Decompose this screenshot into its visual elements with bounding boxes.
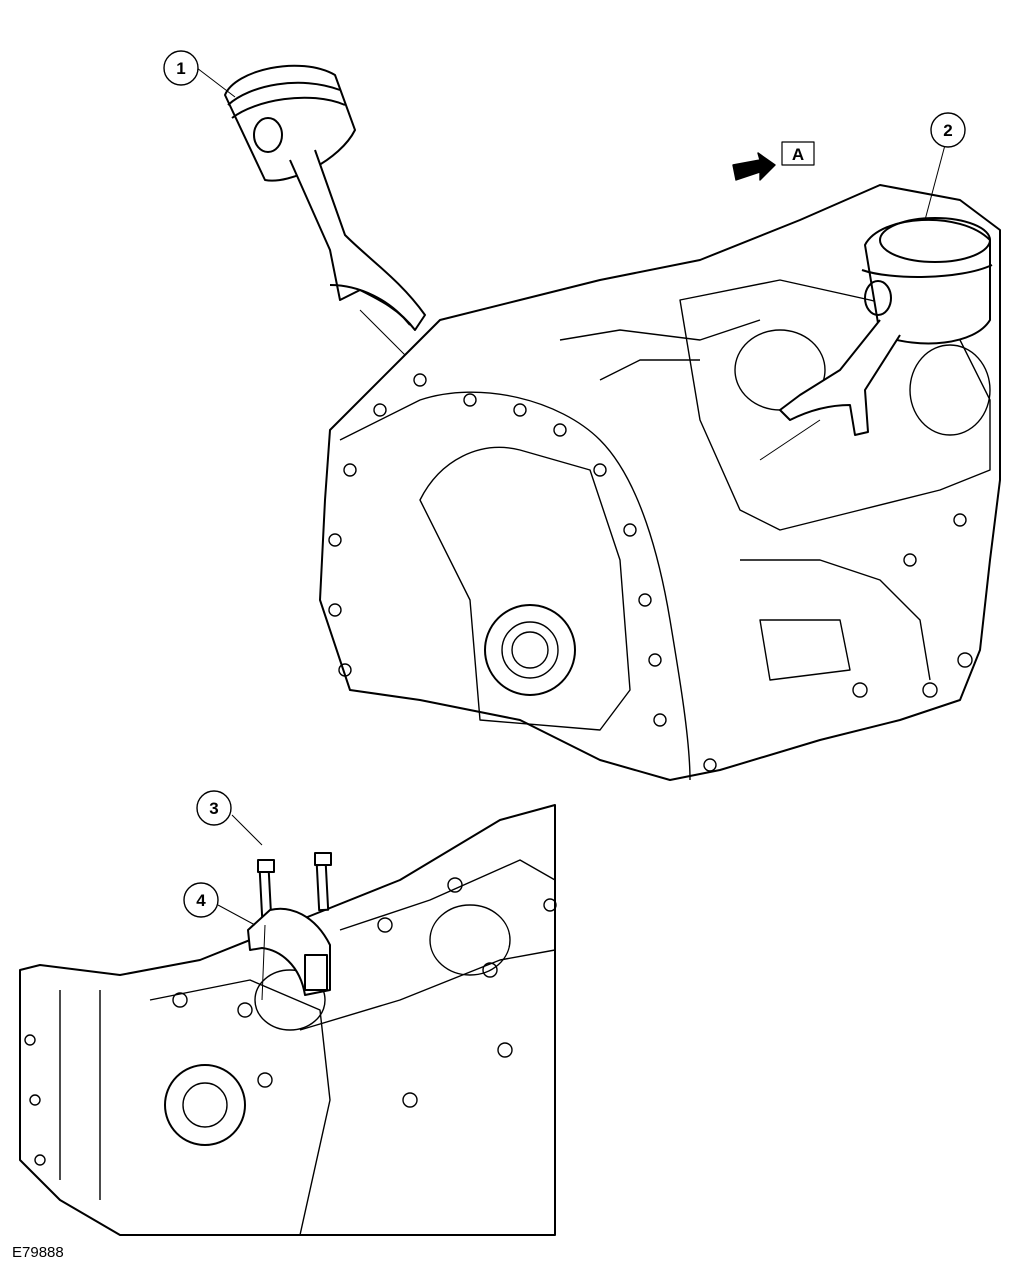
view-label: A xyxy=(792,145,804,164)
callout-2: 2 xyxy=(930,112,966,148)
callout-number: 1 xyxy=(176,59,185,78)
bearing-cap xyxy=(247,907,331,996)
callout-1: 1 xyxy=(163,50,199,86)
callout-4: 4 xyxy=(183,882,219,918)
callout-number: 2 xyxy=(943,121,952,140)
view-arrow xyxy=(732,141,815,181)
piston-rod-1 xyxy=(224,64,426,331)
callout-3: 3 xyxy=(196,790,232,826)
bolts xyxy=(257,852,332,927)
callout-number: 4 xyxy=(196,891,206,910)
piston-rod-2 xyxy=(779,217,993,436)
flange-bolts xyxy=(328,373,973,772)
engine-block-lower xyxy=(19,804,557,1236)
leader-lines xyxy=(196,67,946,1001)
lower-bolts xyxy=(24,877,557,1166)
callout-number: 3 xyxy=(209,799,218,818)
engine-block-upper xyxy=(319,184,1001,781)
figure-id: E79888 xyxy=(12,1244,64,1261)
